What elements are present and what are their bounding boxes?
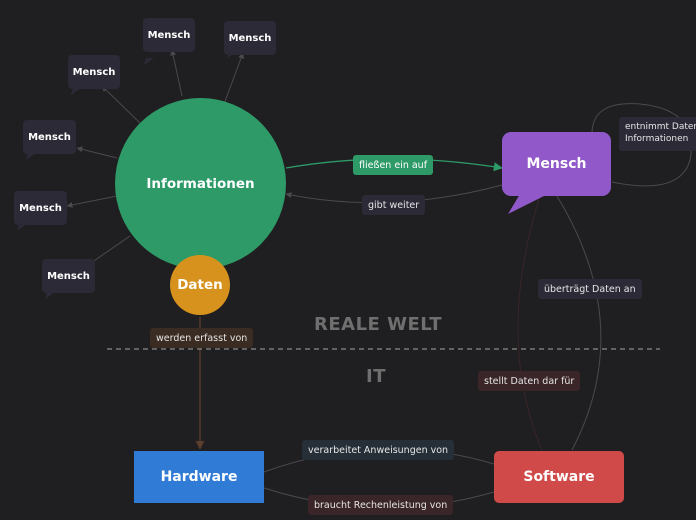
label-fliessen-ein-auf[interactable]: fließen ein auf — [353, 155, 434, 175]
section-label-real-world: REALE WELT — [314, 314, 443, 335]
mensch-main-node[interactable]: Mensch — [502, 132, 611, 196]
informationen-node[interactable]: Informationen — [115, 98, 286, 269]
label-braucht-rechenleistung-von[interactable]: braucht Rechenleistung von — [308, 495, 454, 515]
mensch-bubble[interactable]: Mensch — [42, 259, 95, 293]
spoke-connectors — [66, 49, 244, 266]
label-uebertraegt-daten-an[interactable]: überträgt Daten an — [538, 279, 642, 299]
section-label-it: IT — [366, 366, 386, 387]
note-line-1: entnimmt Daten — [625, 122, 696, 132]
daten-node[interactable]: Daten — [170, 255, 230, 315]
mensch-bubble[interactable]: Mensch — [14, 191, 67, 225]
label-werden-erfasst-von[interactable]: werden erfasst von — [150, 328, 254, 348]
mensch-note[interactable]: entnimmt Daten Informationen — [619, 117, 696, 151]
label-stellt-daten-dar-fuer[interactable]: stellt Daten dar für — [478, 371, 581, 391]
label-gibt-weiter[interactable]: gibt weiter — [362, 195, 426, 215]
label-verarbeitet-anweisungen-von[interactable]: verarbeitet Anweisungen von — [302, 440, 455, 460]
mensch-bubble[interactable]: Mensch — [23, 120, 76, 154]
mensch-bubble[interactable]: Mensch — [68, 55, 120, 89]
edge-stellt-daten-dar-fuer — [517, 195, 543, 451]
software-node[interactable]: Software — [494, 451, 624, 503]
edge-uebertraegt-daten-an — [547, 181, 602, 451]
mensch-bubble[interactable]: Mensch — [224, 21, 276, 55]
hardware-node[interactable]: Hardware — [134, 451, 264, 503]
note-line-2: Informationen — [625, 134, 689, 144]
mensch-bubble[interactable]: Mensch — [143, 18, 195, 52]
